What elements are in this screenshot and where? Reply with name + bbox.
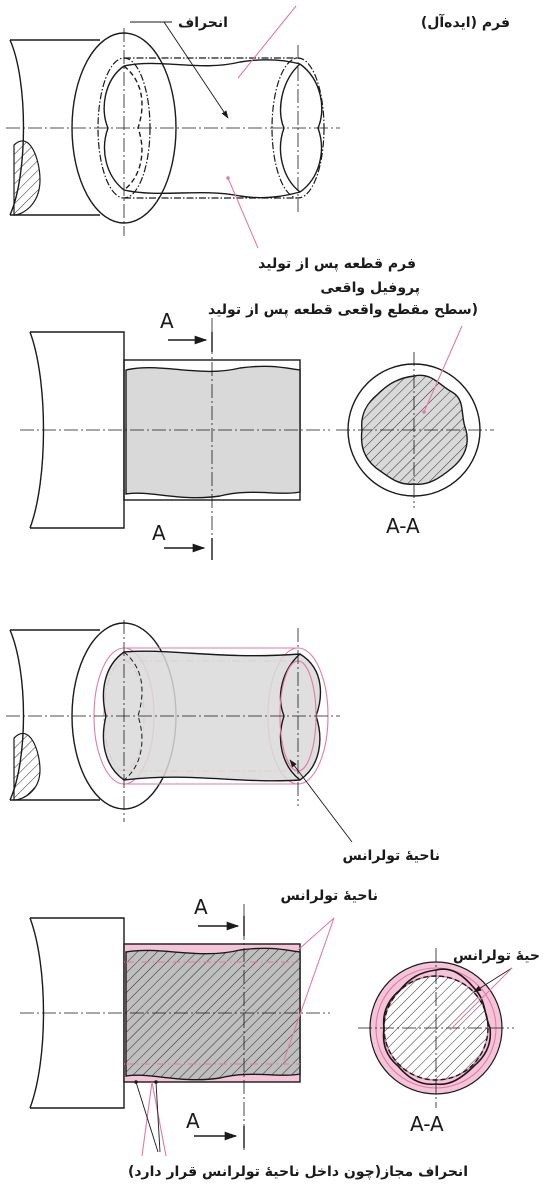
- label-tolerance-zone-circle: حیهٔ تولرانس: [453, 948, 540, 964]
- label-tolerance-zone: ناحیهٔ تولرانس: [342, 848, 440, 864]
- section-a-bottom-1: A: [152, 521, 166, 545]
- shaft-hatched-section: [13, 140, 41, 216]
- label-deviation: انحراف: [178, 15, 228, 31]
- figure-3-tolerance-zone-3d: ناحیهٔ تولرانس: [6, 620, 440, 864]
- figure-1-ideal-vs-manufactured: انحراف فرم (ایده‌آل) فرم قطعه پس از تولی…: [6, 5, 510, 272]
- label-tolerance-zone-top: ناحیهٔ تولرانس: [280, 888, 378, 904]
- section-a-top-1: A: [160, 309, 174, 333]
- label-permitted-deviation: انحراف مجاز(چون داخل ناحیهٔ تولرانس قرار…: [128, 1164, 468, 1180]
- label-actual-profile: پروفیل واقعی: [320, 280, 420, 296]
- figure-4-permitted-deviation: ناحیهٔ تولرانس حیهٔ تولرانس A A: [20, 888, 540, 1180]
- section-aa-1: A-A: [386, 514, 420, 538]
- figure-2-actual-profile: پروفیل واقعی (سطح مقطع واقعی قطعه پس از …: [20, 280, 494, 560]
- label-manufactured-form: فرم قطعه پس از تولید: [258, 256, 416, 272]
- actual-profile-fill: [125, 365, 301, 499]
- section-a-bottom-2: A: [186, 1109, 200, 1133]
- section-a-top-2: A: [194, 895, 208, 919]
- section-aa-2: A-A: [410, 1112, 444, 1136]
- label-ideal-form: فرم (ایده‌آل): [421, 13, 510, 31]
- label-actual-section: (سطح مقطع واقعی قطعه پس از تولید: [208, 302, 478, 318]
